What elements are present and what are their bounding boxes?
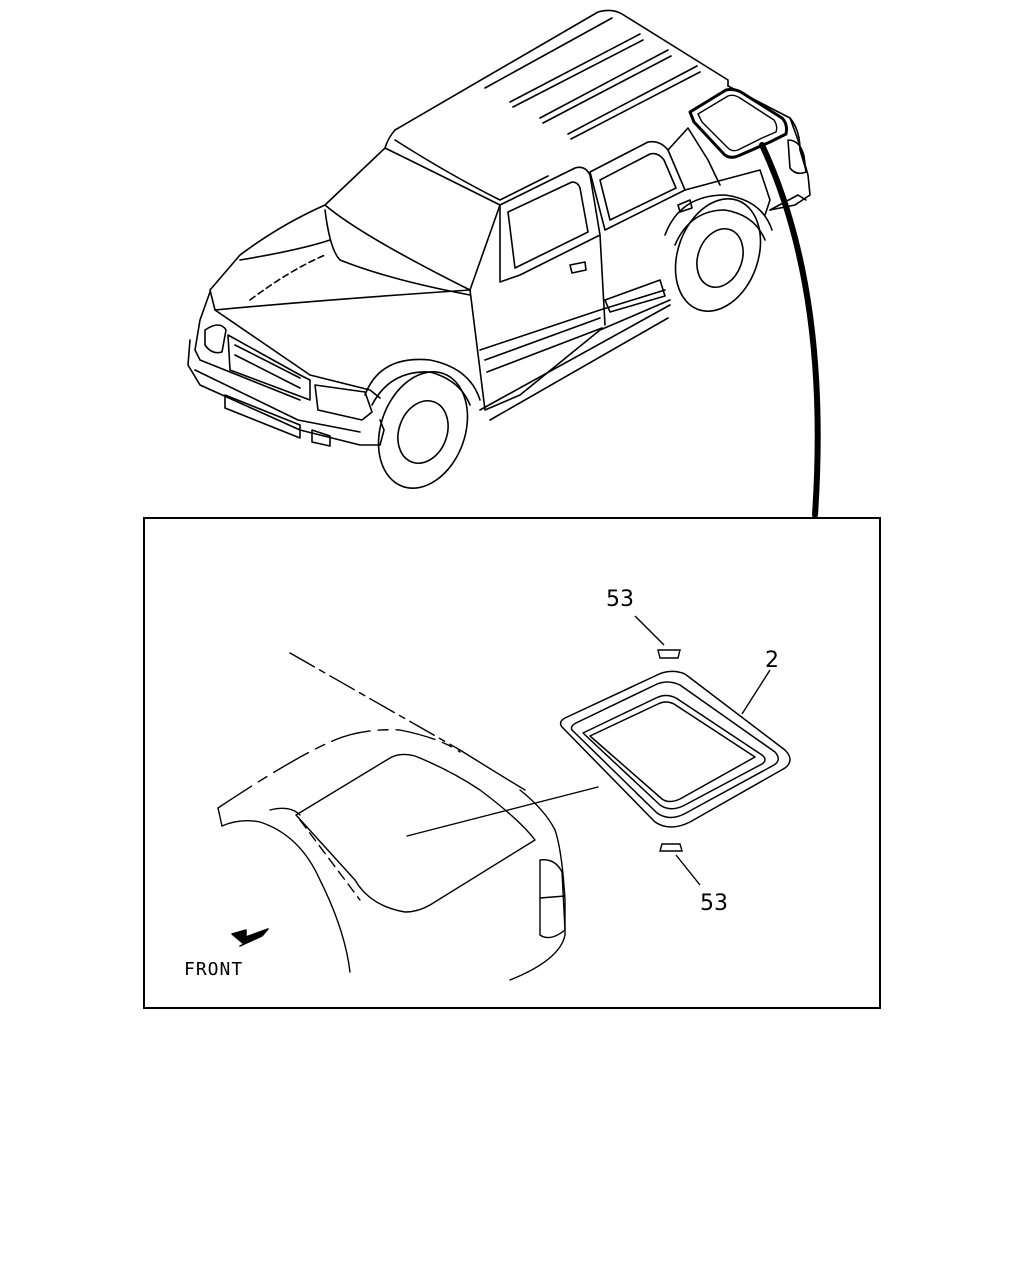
detail-frame — [143, 517, 881, 1009]
callout-leaders — [634, 615, 771, 886]
detail-vehicle-rear — [217, 652, 599, 981]
callout-53-top: 53 — [606, 587, 634, 612]
callout-2: 2 — [765, 648, 779, 673]
quarter-window-glass — [559, 670, 791, 828]
front-label: FRONT — [184, 959, 243, 980]
callout-53-bottom: 53 — [700, 891, 728, 916]
clip-bottom — [659, 843, 683, 852]
leader-curve — [759, 142, 821, 518]
clip-top — [657, 649, 681, 659]
front-arrow-icon — [231, 928, 269, 947]
vehicle-illustration — [187, 9, 811, 489]
